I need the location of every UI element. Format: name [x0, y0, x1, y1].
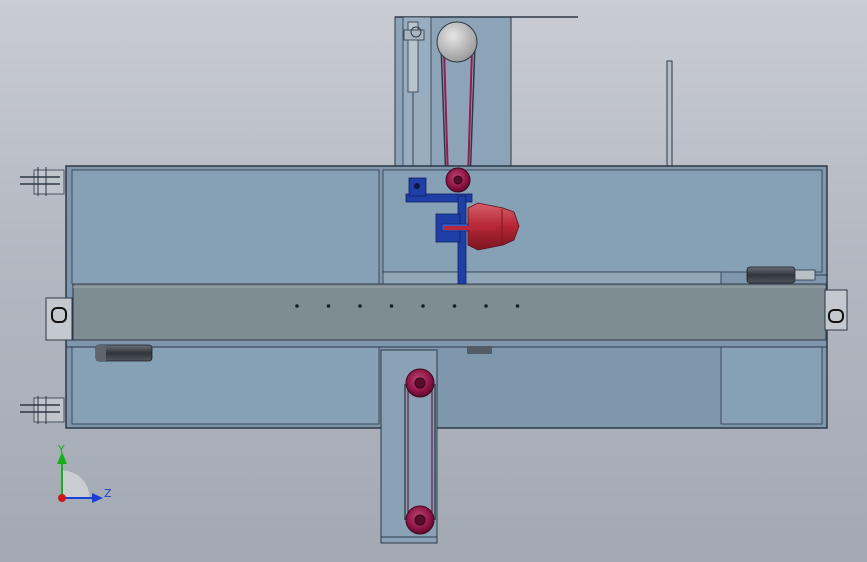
- upper-drive-roller: [445, 167, 471, 193]
- y-axis-label: Y: [57, 443, 65, 456]
- beam-hole-row: [295, 304, 520, 308]
- z-axis-label: Z: [104, 487, 112, 500]
- lower-left-motor: [95, 344, 153, 362]
- beam-hole: [295, 304, 299, 308]
- center-clip: [467, 346, 492, 354]
- left-mount-hook-lower: [20, 396, 65, 424]
- beam-hole: [452, 304, 457, 308]
- beam-hole: [484, 304, 488, 308]
- spray-nozzle: [444, 202, 520, 251]
- right-motor: [746, 266, 828, 284]
- left-end-bracket: [45, 297, 73, 341]
- beam-hole: [358, 304, 362, 308]
- beam-hole: [421, 304, 425, 308]
- feed-beam: [72, 283, 827, 341]
- lower-drive-roller-bottom: [405, 505, 435, 535]
- drive-pulley: [436, 21, 478, 63]
- triad-plane: [61, 469, 91, 499]
- coordinate-triad: Y Z: [57, 443, 112, 503]
- beam-hole: [326, 304, 331, 308]
- right-end-bracket: [824, 289, 848, 331]
- lower-drive-roller-top: [405, 368, 435, 398]
- right-upright-post: [666, 60, 673, 168]
- beam-hole: [389, 304, 394, 308]
- x-axis-dot: [58, 494, 66, 502]
- upper-belt-column: [394, 16, 578, 175]
- beam-hole: [515, 304, 520, 308]
- upper-belt: [440, 43, 476, 183]
- left-mount-hook-upper: [20, 167, 65, 196]
